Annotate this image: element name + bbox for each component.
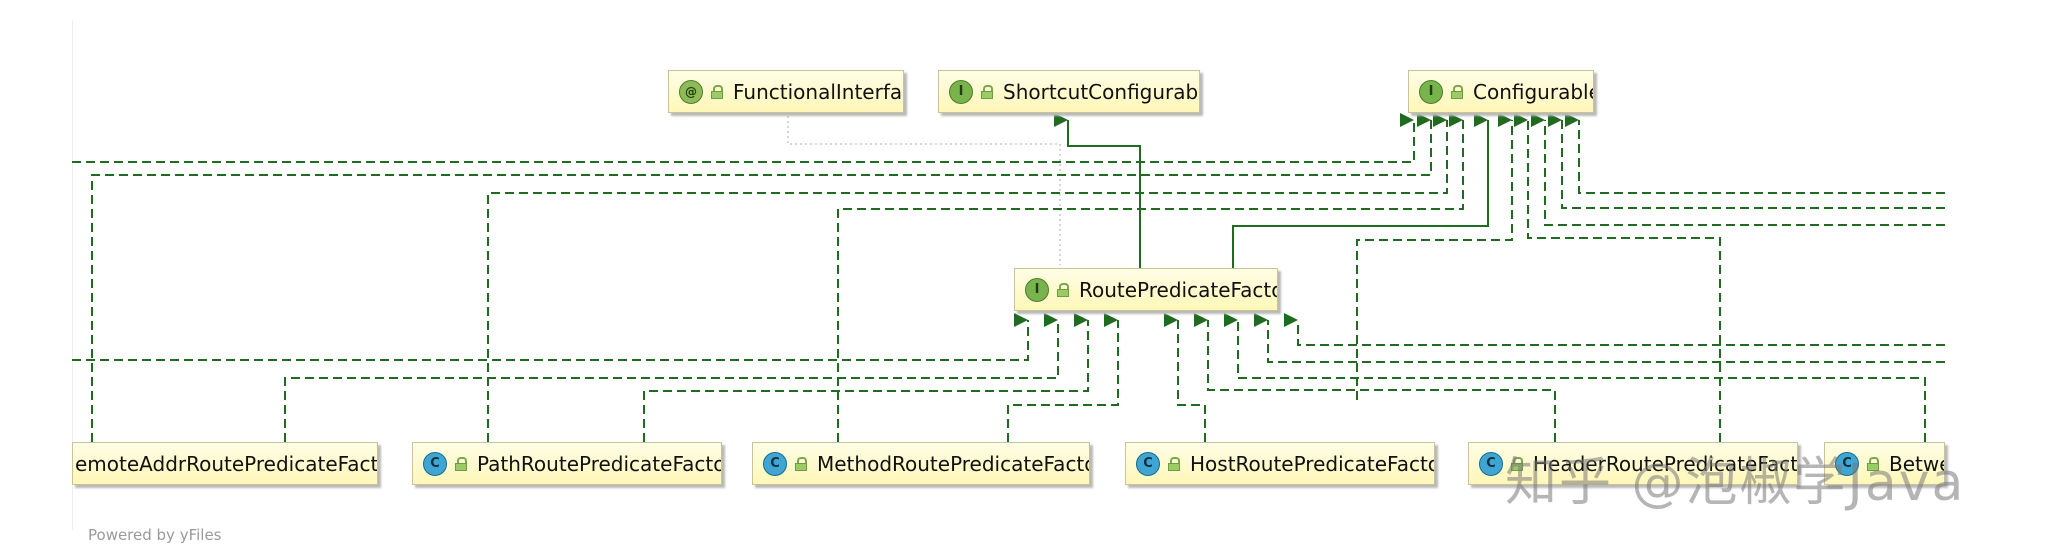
lock-icon (1168, 456, 1180, 471)
class-icon: C (1479, 451, 1503, 476)
node-header-route-predicate-factory[interactable]: C HeaderRoutePredicateFactory (1468, 442, 1798, 485)
lock-icon (1867, 456, 1879, 471)
dotted-edges (787, 116, 1061, 265)
canvas-left-border (72, 20, 73, 530)
node-host-route-predicate-factory[interactable]: C HostRoutePredicateFactory (1125, 442, 1435, 485)
class-icon: C (763, 451, 787, 476)
solid-edges (1054, 113, 1489, 268)
interface-icon: I (1025, 277, 1049, 302)
node-label: emoteAddrRoutePredicateFactory (75, 451, 378, 476)
lock-icon (1511, 456, 1523, 471)
annotation-icon: @ (679, 79, 703, 104)
node-label: FunctionalInterface (733, 79, 903, 104)
node-shortcut-configurable[interactable]: I ShortcutConfigurable (938, 70, 1200, 113)
node-route-predicate-factory[interactable]: I RoutePredicateFactory (1014, 268, 1278, 311)
node-between-route-predicate-factory[interactable]: C Betwe (1824, 442, 1945, 485)
dashed-edges (72, 113, 1945, 442)
node-label: Betwe (1889, 451, 1944, 476)
node-label: RoutePredicateFactory (1079, 277, 1277, 302)
node-label: Configurable (1473, 79, 1594, 104)
interface-icon: I (1419, 79, 1443, 104)
lock-icon (1451, 84, 1463, 99)
node-configurable[interactable]: I Configurable (1408, 70, 1594, 113)
node-path-route-predicate-factory[interactable]: C PathRoutePredicateFactory (412, 442, 722, 485)
node-label: HeaderRoutePredicateFactory (1533, 451, 1798, 476)
lock-icon (1057, 282, 1069, 297)
node-label: PathRoutePredicateFactory (477, 451, 722, 476)
class-icon: C (1835, 451, 1859, 476)
watermark: 知乎 @泡椒学Java (1505, 453, 1966, 513)
powered-by-label: Powered by yFiles (88, 526, 222, 544)
lock-icon (981, 84, 993, 99)
node-remote-addr-route-predicate-factory[interactable]: emoteAddrRoutePredicateFactory (72, 442, 378, 485)
node-method-route-predicate-factory[interactable]: C MethodRoutePredicateFactory (752, 442, 1090, 485)
interface-icon: I (949, 79, 973, 104)
node-label: ShortcutConfigurable (1003, 79, 1200, 104)
lock-icon (795, 456, 807, 471)
node-functional-interface[interactable]: @ FunctionalInterface (668, 70, 904, 113)
class-icon: C (423, 451, 447, 476)
class-icon: C (1136, 451, 1160, 476)
node-label: HostRoutePredicateFactory (1190, 451, 1435, 476)
node-label: MethodRoutePredicateFactory (817, 451, 1090, 476)
lock-icon (455, 456, 467, 471)
lock-icon (711, 84, 723, 99)
